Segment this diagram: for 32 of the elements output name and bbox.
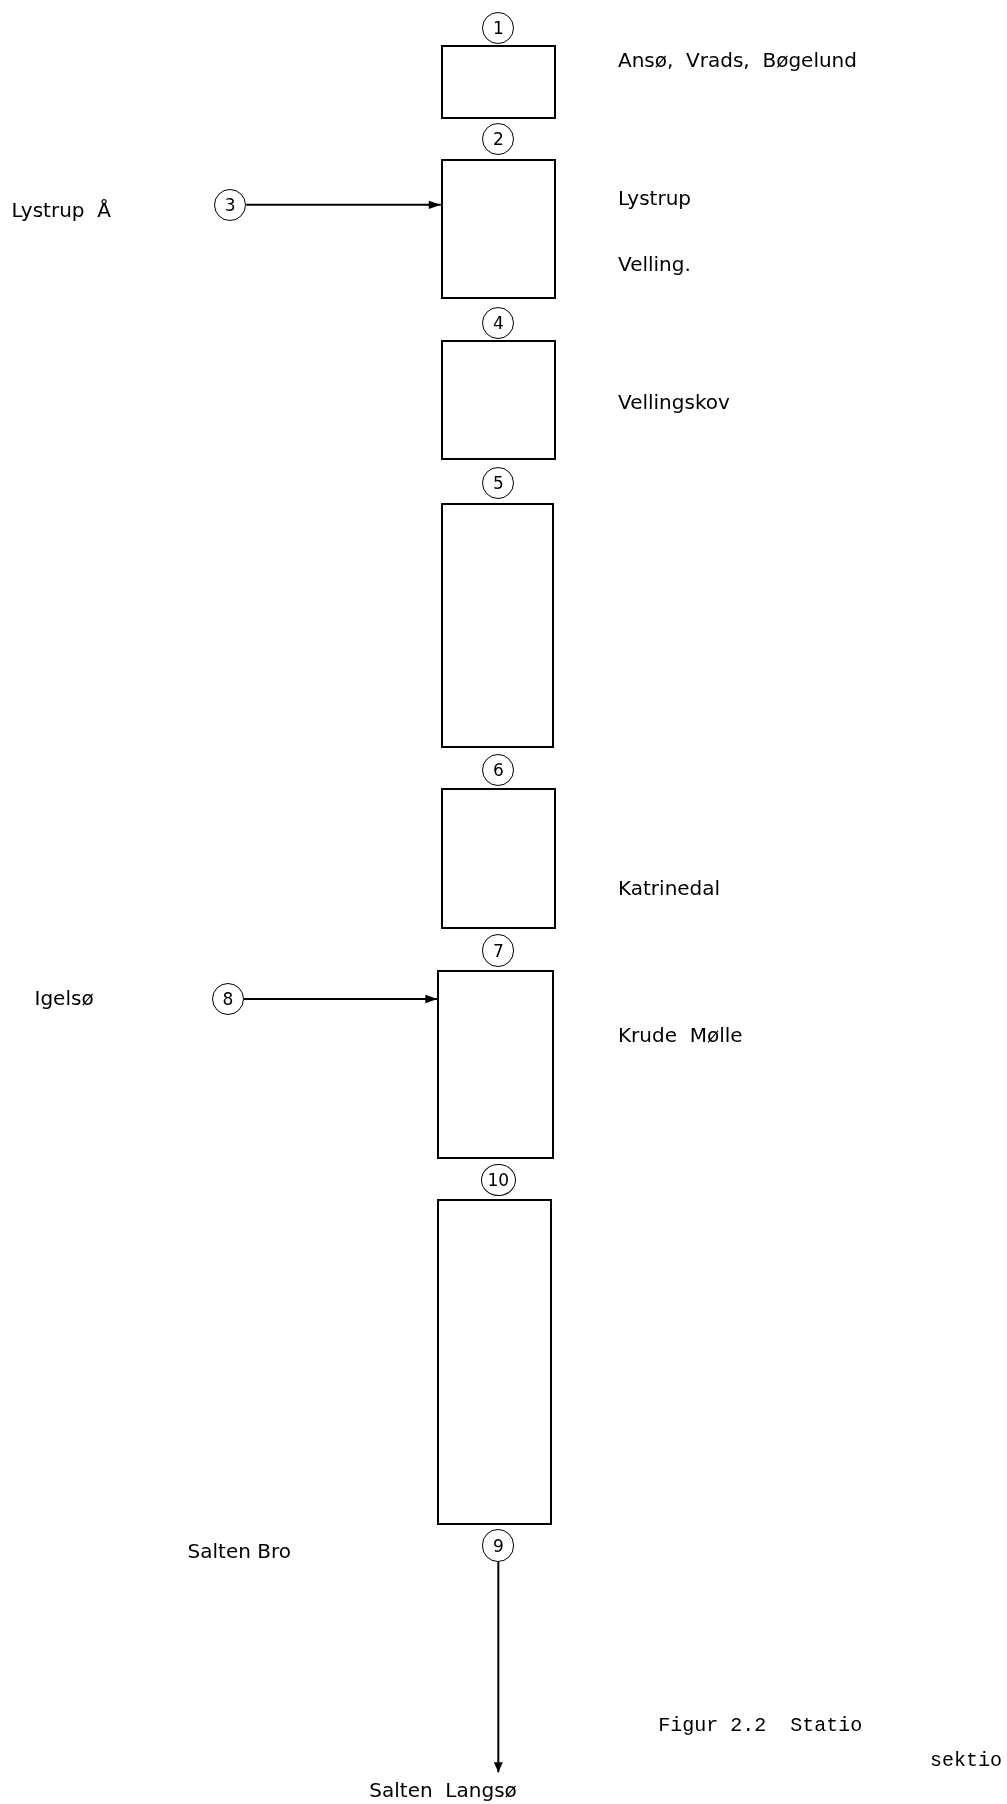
station-number-circle: 8 (211, 982, 244, 1016)
place-name: Vellingskov (618, 390, 730, 415)
station-number-circle: 3 (214, 188, 247, 221)
river-section-box (440, 44, 556, 119)
station-number-circle: 10 (481, 1163, 516, 1196)
station-number-circle: 9 (482, 1529, 515, 1562)
place-name: Igelsø (34, 986, 94, 1011)
river-section-box (437, 970, 554, 1159)
station-number-circle: 6 (482, 753, 515, 786)
station-number-circle: 7 (482, 934, 515, 967)
station-number-circle: 1 (482, 11, 515, 44)
figure-caption: sektio (929, 1749, 1002, 1774)
river-section-box (437, 1199, 553, 1525)
place-name: Salten Langsø (345, 1772, 541, 1804)
place-name: Lystrup (618, 186, 691, 211)
station-number-circle: 5 (482, 467, 515, 500)
place-name: Velling. (618, 252, 691, 277)
station-number-circle: 2 (482, 123, 515, 156)
place-name: Salten Bro (187, 1538, 291, 1563)
figure-caption: Figur 2.2 Statio (658, 1713, 863, 1738)
river-section-box (440, 502, 554, 749)
flow-arrow (245, 200, 442, 210)
place-name: Krude Mølle (618, 1023, 743, 1048)
river-section-box (440, 339, 556, 461)
place-name: Lystrup Å (11, 197, 111, 222)
place-name: Ansø, Vrads, Bøgelund (618, 48, 857, 73)
river-section-box (440, 788, 556, 929)
flow-arrow (493, 1560, 503, 1774)
flow-arrow (243, 994, 439, 1004)
place-name: Katrinedal (618, 875, 721, 900)
river-section-box (440, 158, 556, 300)
station-number-circle: 4 (482, 307, 515, 340)
